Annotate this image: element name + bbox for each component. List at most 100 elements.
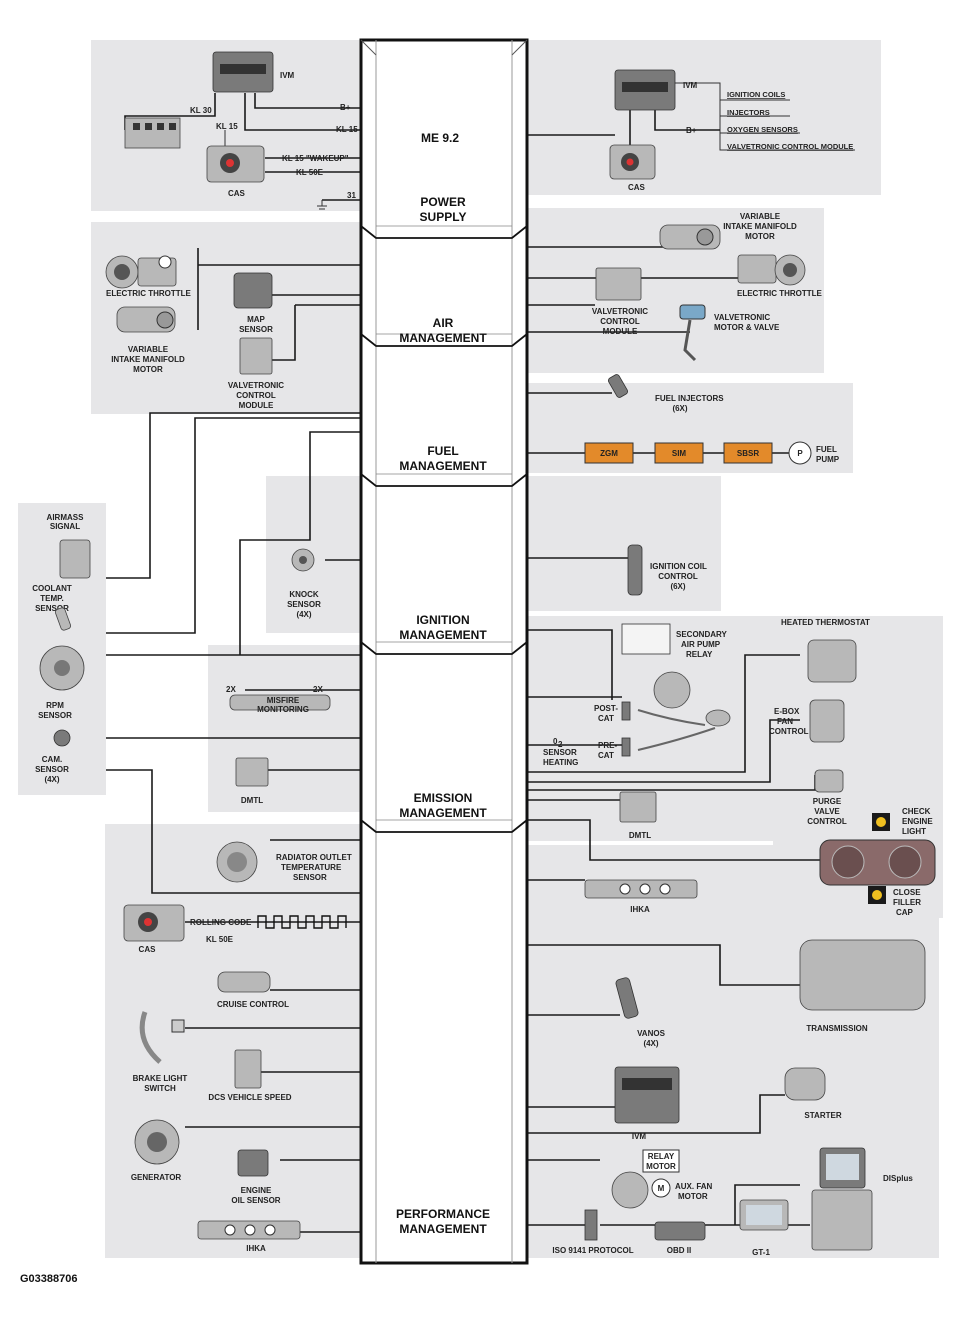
rpm-label-2: SENSOR [38, 711, 72, 720]
valvetronic-motor-label-1: VALVETRONIC [714, 313, 770, 322]
vcm-right-label-1: VALVETRONIC [592, 307, 648, 316]
post-cat-label-2: CAT [598, 714, 614, 723]
coolant-label-2: TEMP. [40, 594, 63, 603]
vcm-right-label-3: MODULE [603, 327, 638, 336]
power-supply-label-2: SUPPLY [420, 210, 467, 224]
aux-fan-label-1: AUX. FAN [675, 1182, 713, 1191]
radiator-label-1: RADIATOR OUTLET [276, 853, 352, 862]
coolant-label-3: SENSOR [35, 604, 69, 613]
iso9141-label: ISO 9141 PROTOCOL [552, 1246, 633, 1255]
sensors-left: AIRMASS SIGNAL COOLANT TEMP. SENSOR RPM … [32, 513, 91, 784]
fuel-pump-label-2: PUMP [816, 455, 840, 464]
brake-light-switch-icon [139, 1011, 162, 1064]
rolling-code-label: ROLLING CODE [190, 918, 252, 927]
bplus-right-label: B+ [686, 126, 697, 135]
obd2-connector-icon [654, 1221, 706, 1241]
vim-left-label-3: MOTOR [133, 365, 163, 374]
ignition-management-label-1: IGNITION [416, 613, 469, 627]
electric-throttle-right-icon [737, 254, 777, 284]
heated-thermostat-label: HEATED THERMOSTAT [781, 618, 870, 627]
rpm-label-1: RPM [46, 701, 64, 710]
airmass-label-1: AIRMASS [47, 513, 85, 522]
fuel-management-label-1: FUEL [427, 444, 458, 458]
ignition-management-label-2: MANAGEMENT [399, 628, 487, 642]
figure-id: G03388706 [20, 1273, 78, 1285]
ground-31-label: 31 [347, 191, 356, 200]
ivm-label-right: IVM [683, 81, 698, 90]
map-sensor-label-2: SENSOR [239, 325, 273, 334]
transmission-label: TRANSMISSION [806, 1024, 868, 1033]
cam-sensor-icon [53, 729, 71, 747]
emission-left: 2X 2X MISFIRE MONITORING DMTL [226, 685, 331, 805]
dmtl-left-icon [235, 757, 269, 787]
starter-icon [784, 1067, 826, 1101]
post-cat-sensor-icon [621, 701, 631, 721]
ihka-right-label: IHKA [630, 905, 650, 914]
vcm-right-label-2: CONTROL [600, 317, 640, 326]
valvetronic-control-module-right-icon [595, 267, 642, 301]
panel-knock [266, 476, 361, 633]
brake-label-1: BRAKE LIGHT [133, 1074, 188, 1083]
vanos-icon [615, 977, 639, 1019]
cas-perf-label: CAS [139, 945, 157, 954]
ignition-coil-icon [627, 544, 643, 596]
aux-fan-motor-icon [651, 1178, 671, 1198]
bplus-label: B+ [340, 103, 351, 112]
fuel-pump-symbol: P [797, 449, 803, 458]
ignition-coil-label-2: CONTROL [658, 572, 698, 581]
panel-emission-left [208, 645, 361, 812]
performance-management-label-2: MANAGEMENT [399, 1222, 487, 1236]
generator-label: GENERATOR [131, 1173, 182, 1182]
vcm-left-label-2: CONTROL [236, 391, 276, 400]
vcm-left-label-1: VALVETRONIC [228, 381, 284, 390]
fuel-management-label-2: MANAGEMENT [399, 459, 487, 473]
fuel-pump-label-1: FUEL [816, 445, 837, 454]
battery-icon [124, 117, 181, 149]
valvetronic-control-module-icon [239, 337, 273, 375]
ignition-coil-label-1: IGNITION COIL [650, 562, 707, 571]
cam-label-2: SENSOR [35, 765, 69, 774]
sim-box [654, 442, 704, 464]
o2-label-sub: 2 [558, 740, 563, 749]
o2-label-c: HEATING [543, 758, 578, 767]
cam-label-3: (4X) [44, 775, 59, 784]
coolant-temp-sensor-icon [54, 607, 72, 631]
vim-left-label-1: VARIABLE [128, 345, 169, 354]
vim-right-label-1: VARIABLE [740, 212, 781, 221]
knock-label-3: (4X) [296, 610, 311, 619]
relay-motor-icon [642, 1149, 680, 1173]
vim-left-label-2: INTAKE MANIFOLD [111, 355, 185, 364]
knock-label-2: SENSOR [287, 600, 321, 609]
air-management-label-1: AIR [433, 316, 454, 330]
fuel-pump-icon [788, 441, 812, 465]
vcm-left-label-3: MODULE [239, 401, 274, 410]
kl30-label: KL 30 [190, 106, 212, 115]
sim-label: SIM [672, 449, 687, 458]
displus-label: DISplus [883, 1174, 913, 1183]
cas-label: CAS [228, 189, 246, 198]
ebox-fan-icon [809, 699, 845, 743]
purge-valve-icon [814, 769, 844, 793]
knock-label-1: KNOCK [289, 590, 319, 599]
air-management-right: VARIABLE INTAKE MANIFOLD MOTOR ELECTRIC … [592, 212, 823, 362]
cas-right-label: CAS [628, 183, 646, 192]
me92-label: ME 9.2 [421, 131, 459, 145]
oil-sensor-label-2: OIL SENSOR [231, 1196, 280, 1205]
map-sensor-icon [233, 272, 273, 309]
pre-cat-label-2: CAT [598, 751, 614, 760]
cam-label-1: CAM. [42, 755, 62, 764]
ivm-label: IVM [280, 71, 295, 80]
purge-label-3: CONTROL [807, 817, 847, 826]
misfire-monitoring-icon [229, 694, 331, 711]
airmass-sensor-icon [59, 539, 91, 579]
panel-power-right [527, 40, 881, 195]
kl15-label-a: KL 15 [216, 122, 238, 131]
heated-thermostat-icon [807, 639, 857, 683]
misfire-count-b: 2X [313, 685, 323, 694]
coolant-label-1: COOLANT [32, 584, 72, 593]
kl50e-perf-label: KL 50E [206, 935, 234, 944]
panel-coil [527, 476, 721, 611]
oxygen-sensors-label: OXYGEN SENSORS [727, 125, 798, 134]
sec-air-label-2: AIR PUMP [681, 640, 721, 649]
secondary-air-pump-icon [653, 671, 691, 709]
